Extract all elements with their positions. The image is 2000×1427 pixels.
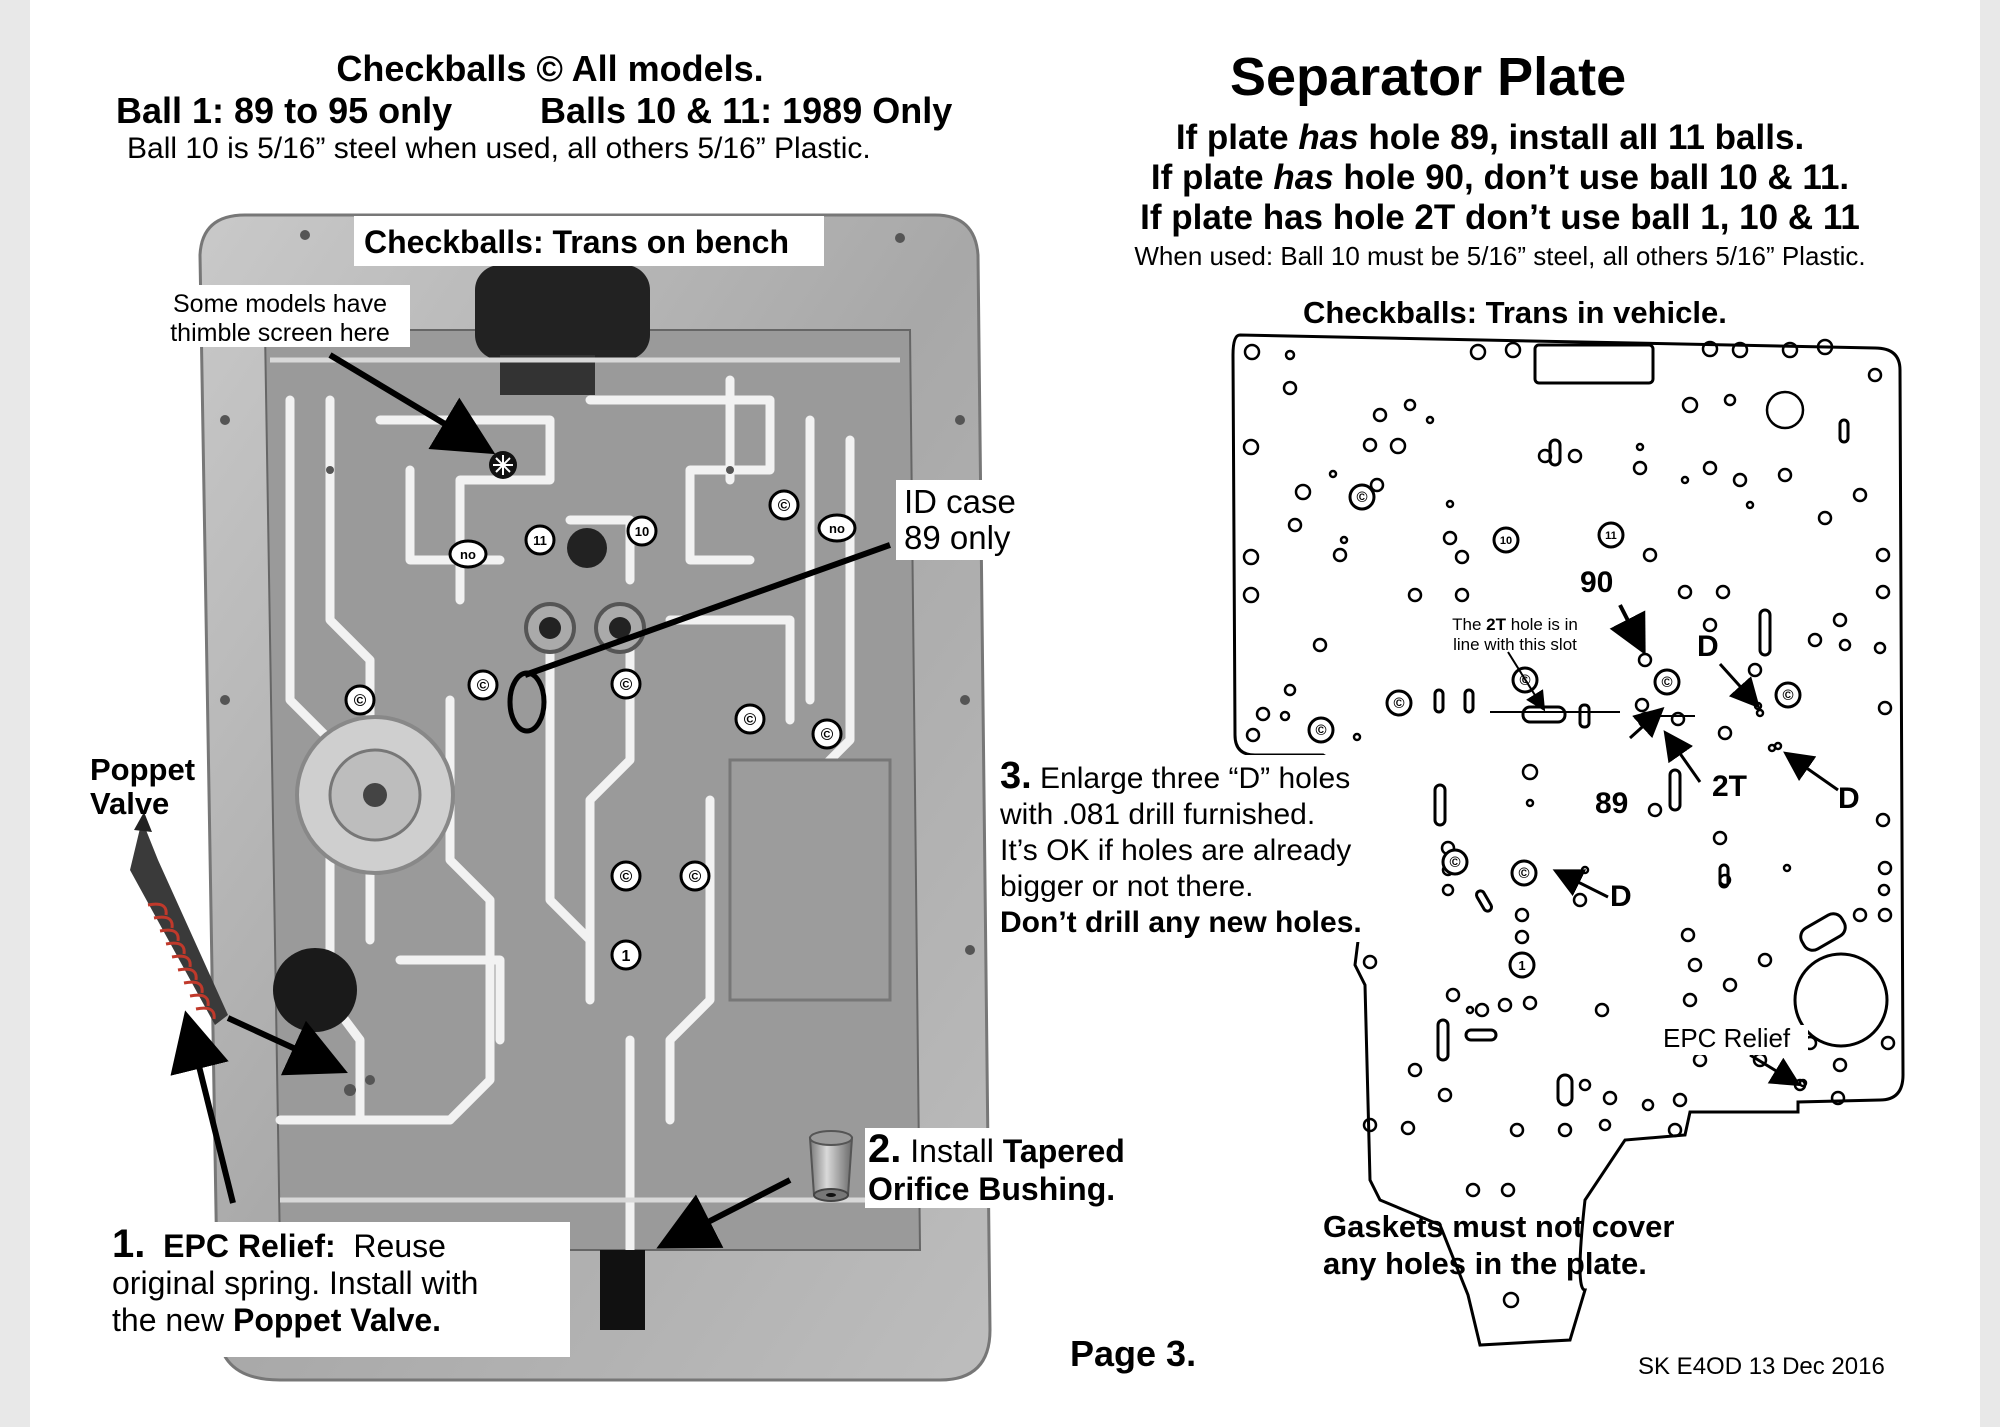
- step2-box: [865, 1128, 1160, 1208]
- vehicle-label: Checkballs: Trans in vehicle.: [1303, 295, 1727, 330]
- ball-c: ©: [620, 867, 633, 886]
- hole-89-label: 89: [1595, 787, 1629, 820]
- step3-box: [998, 755, 1418, 942]
- step3-text: 3. Enlarge three “D” holes with .081 dri…: [1000, 755, 1362, 939]
- ball-c: ©: [1782, 687, 1793, 704]
- poppet-valve-label: Poppet Valve: [90, 752, 196, 821]
- ball-material-note: Ball 10 is 5/16” steel when used, all ot…: [127, 132, 871, 165]
- document-reference: SK E4OD 13 Dec 2016: [1638, 1353, 1885, 1380]
- ball-no: no: [460, 547, 476, 562]
- id-case-note: ID case 89 only: [904, 483, 1016, 556]
- ball-c: ©: [1661, 674, 1672, 691]
- rule-hole-2t: If plate has hole 2T don’t use ball 1, 1…: [1140, 198, 1860, 237]
- bench-label: Checkballs: Trans on bench: [364, 224, 789, 260]
- balls-10-11-note: Balls 10 & 11: 1989 Only: [540, 90, 953, 131]
- bench-label-box: [354, 216, 824, 266]
- ball-c: ©: [821, 725, 834, 744]
- document-page: Checkballs © All models. Ball 1: 89 to 9…: [30, 0, 1980, 1427]
- d-hole-label: D: [1610, 880, 1632, 913]
- gasket-note: Gaskets must not cover any holes in the …: [1323, 1209, 1675, 1281]
- ball-c: ©: [1449, 854, 1460, 871]
- ball-c: ©: [1356, 489, 1367, 506]
- epc-relief-label: EPC Relief: [1663, 1023, 1791, 1053]
- step1-box: [110, 1222, 570, 1357]
- ball-c: ©: [1315, 722, 1326, 739]
- ball-c: ©: [744, 710, 757, 729]
- rule-hole-90: If plate has hole 90, don’t use ball 10 …: [1150, 158, 1850, 197]
- ball-c: ©: [354, 691, 367, 710]
- slot-note: The 2T hole is in line with this slot: [1452, 615, 1578, 654]
- ball-c: ©: [689, 867, 702, 886]
- ball-no: no: [829, 521, 845, 536]
- left-arrows: [170, 352, 892, 1249]
- ball-c: ©: [1393, 695, 1404, 712]
- ball-c: ©: [620, 675, 633, 694]
- ball-10: 10: [635, 524, 649, 539]
- ball-11: 11: [533, 533, 547, 548]
- hole-90-label: 90: [1580, 566, 1614, 599]
- step2-text: 2. Install Tapered Orifice Bushing.: [868, 1127, 1125, 1207]
- ball1-note: Ball 1: 89 to 95 only: [116, 90, 453, 131]
- poppet-valve-image: [130, 812, 228, 1025]
- right-checkballs: © © © © © © © © 10 11 1: [1307, 483, 1802, 979]
- diagram-graphics: © © © © © © © © no no 11 10 1: [130, 213, 1905, 1382]
- hole-2t-label: 2T: [1712, 770, 1748, 803]
- left-checkballs: © © © © © © © © no no 11 10 1: [344, 489, 857, 971]
- rule-ball-material: When used: Ball 10 must be 5/16” steel, …: [1134, 241, 1866, 271]
- rule-hole-89: If plate has hole 89, install all 11 bal…: [1175, 118, 1805, 157]
- right-arrows: [1507, 604, 1839, 1087]
- ball-1: 1: [622, 948, 631, 965]
- orifice-bushing-image: [808, 1130, 854, 1202]
- ball-c: ©: [477, 676, 490, 695]
- ball-c: ©: [1518, 865, 1529, 882]
- thimble-note-box: [150, 285, 410, 347]
- epc-relief-box: [1662, 1025, 1808, 1055]
- checkballs-title: Checkballs © All models.: [336, 48, 764, 89]
- d-hole-label: D: [1697, 630, 1719, 663]
- separator-plate-title: Separator Plate: [1230, 47, 1627, 107]
- step1-text: 1. EPC Relief: Reuse original spring. In…: [112, 1222, 479, 1338]
- page-number: Page 3.: [1070, 1333, 1197, 1374]
- separator-plate-holes: [1242, 338, 1896, 1309]
- thimble-note: Some models have thimble screen here: [170, 290, 390, 347]
- id-case-box: [896, 480, 1036, 560]
- ball-10: 10: [1500, 535, 1512, 547]
- ball-11: 11: [1605, 530, 1617, 542]
- d-hole-label: D: [1838, 782, 1860, 815]
- ball-1: 1: [1518, 958, 1525, 973]
- ball-c: ©: [778, 496, 791, 515]
